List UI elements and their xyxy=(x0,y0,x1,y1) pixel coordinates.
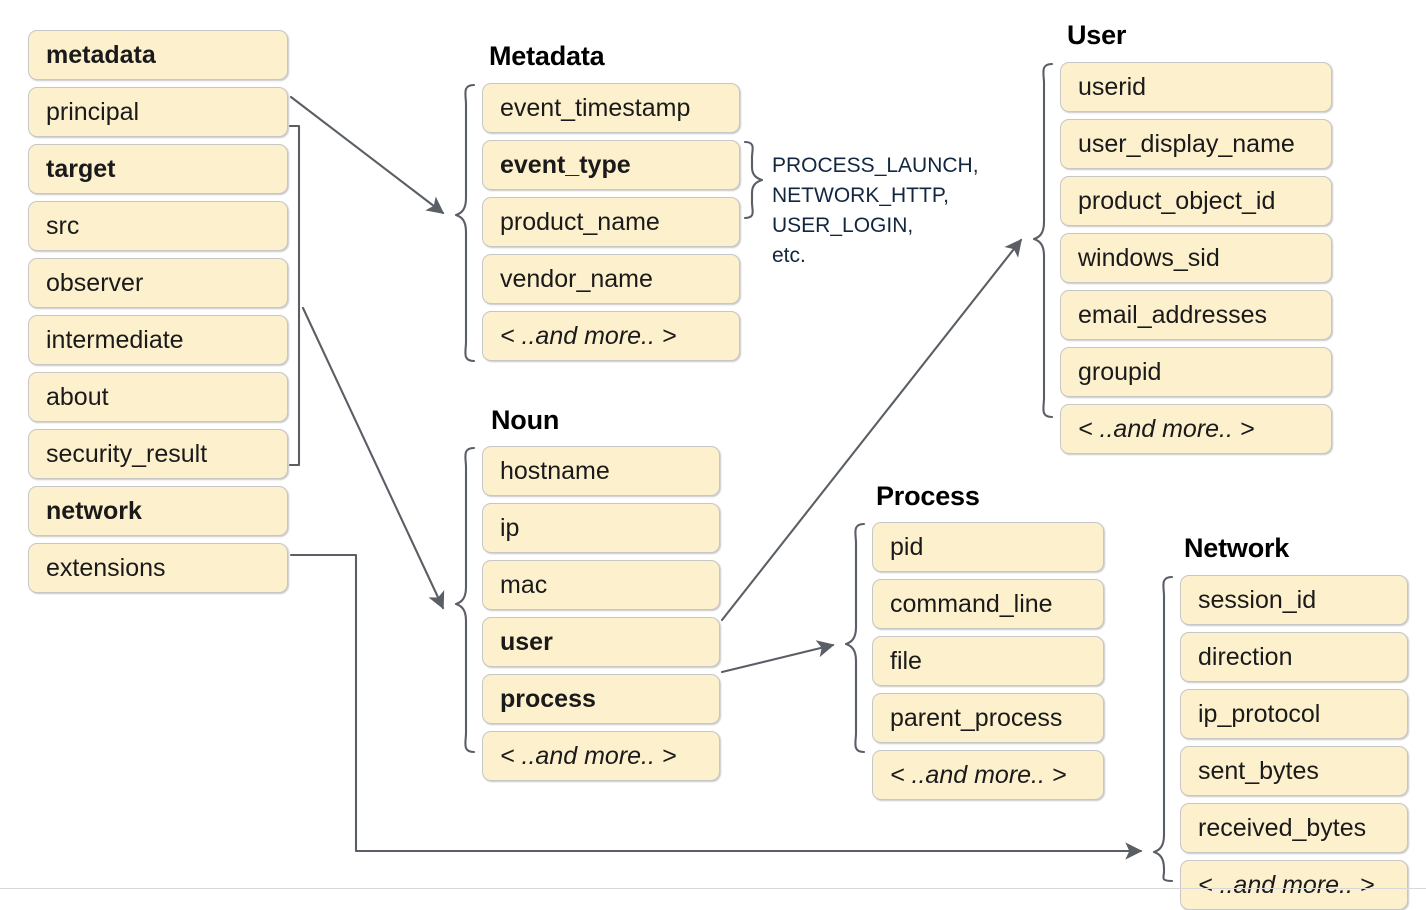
field-network-andmore[interactable]: < ..and more.. > xyxy=(1180,860,1408,910)
group-title-noun: Noun xyxy=(491,405,560,435)
field-noun-andmore[interactable]: < ..and more.. > xyxy=(482,731,720,781)
field-event-src[interactable]: src xyxy=(28,201,288,251)
field-metadata-vendor_name[interactable]: vendor_name xyxy=(482,254,740,304)
field-network-session_id[interactable]: session_id xyxy=(1180,575,1408,625)
field-event-metadata[interactable]: metadata xyxy=(28,30,288,80)
group-title-metadata: Metadata xyxy=(489,41,605,71)
field-user-user_display_name[interactable]: user_display_name xyxy=(1060,119,1332,169)
field-user-groupid[interactable]: groupid xyxy=(1060,347,1332,397)
field-user-email_addresses[interactable]: email_addresses xyxy=(1060,290,1332,340)
group-title-process: Process xyxy=(876,481,980,511)
field-network-received_bytes[interactable]: received_bytes xyxy=(1180,803,1408,853)
field-process-command_line[interactable]: command_line xyxy=(872,579,1104,629)
bottom-divider xyxy=(0,888,1426,889)
field-process-file[interactable]: file xyxy=(872,636,1104,686)
brace-user xyxy=(1032,62,1054,419)
brace-noun xyxy=(454,446,476,754)
field-metadata-event_type[interactable]: event_type xyxy=(482,140,740,190)
field-user-product_object_id[interactable]: product_object_id xyxy=(1060,176,1332,226)
annotation-event-type-values-line-0: PROCESS_LAUNCH, xyxy=(772,154,979,177)
annotation-event-type-values-line-3: etc. xyxy=(772,244,806,267)
edge-noun xyxy=(301,306,445,610)
field-metadata-product_name[interactable]: product_name xyxy=(482,197,740,247)
field-metadata-andmore[interactable]: < ..and more.. > xyxy=(482,311,740,361)
brace-event-type-values xyxy=(743,140,764,220)
field-event-observer[interactable]: observer xyxy=(28,258,288,308)
field-event-security_result[interactable]: security_result xyxy=(28,429,288,479)
field-noun-hostname[interactable]: hostname xyxy=(482,446,720,496)
field-event-target[interactable]: target xyxy=(28,144,288,194)
field-noun-mac[interactable]: mac xyxy=(482,560,720,610)
brace-process xyxy=(844,522,866,754)
group-title-user: User xyxy=(1067,20,1127,50)
field-network-direction[interactable]: direction xyxy=(1180,632,1408,682)
field-event-intermediate[interactable]: intermediate xyxy=(28,315,288,365)
field-network-sent_bytes[interactable]: sent_bytes xyxy=(1180,746,1408,796)
field-event-extensions[interactable]: extensions xyxy=(28,543,288,593)
field-noun-user[interactable]: user xyxy=(482,617,720,667)
field-event-principal[interactable]: principal xyxy=(28,87,288,137)
field-user-andmore[interactable]: < ..and more.. > xyxy=(1060,404,1332,454)
bracket-event-nouns xyxy=(288,124,301,467)
group-title-network: Network xyxy=(1184,533,1290,563)
field-process-andmore[interactable]: < ..and more.. > xyxy=(872,750,1104,800)
field-noun-process[interactable]: process xyxy=(482,674,720,724)
field-process-parent_process[interactable]: parent_process xyxy=(872,693,1104,743)
edge-process xyxy=(720,640,835,674)
field-noun-ip[interactable]: ip xyxy=(482,503,720,553)
annotation-event-type-values-line-1: NETWORK_HTTP, xyxy=(772,184,949,207)
field-event-about[interactable]: about xyxy=(28,372,288,422)
brace-network xyxy=(1152,575,1174,883)
field-network-ip_protocol[interactable]: ip_protocol xyxy=(1180,689,1408,739)
brace-metadata xyxy=(454,83,476,363)
field-user-windows_sid[interactable]: windows_sid xyxy=(1060,233,1332,283)
field-user-userid[interactable]: userid xyxy=(1060,62,1332,112)
edge-metadata xyxy=(289,95,445,215)
annotation-event-type-values-line-2: USER_LOGIN, xyxy=(772,214,914,237)
field-process-pid[interactable]: pid xyxy=(872,522,1104,572)
field-metadata-event_timestamp[interactable]: event_timestamp xyxy=(482,83,740,133)
field-event-network[interactable]: network xyxy=(28,486,288,536)
